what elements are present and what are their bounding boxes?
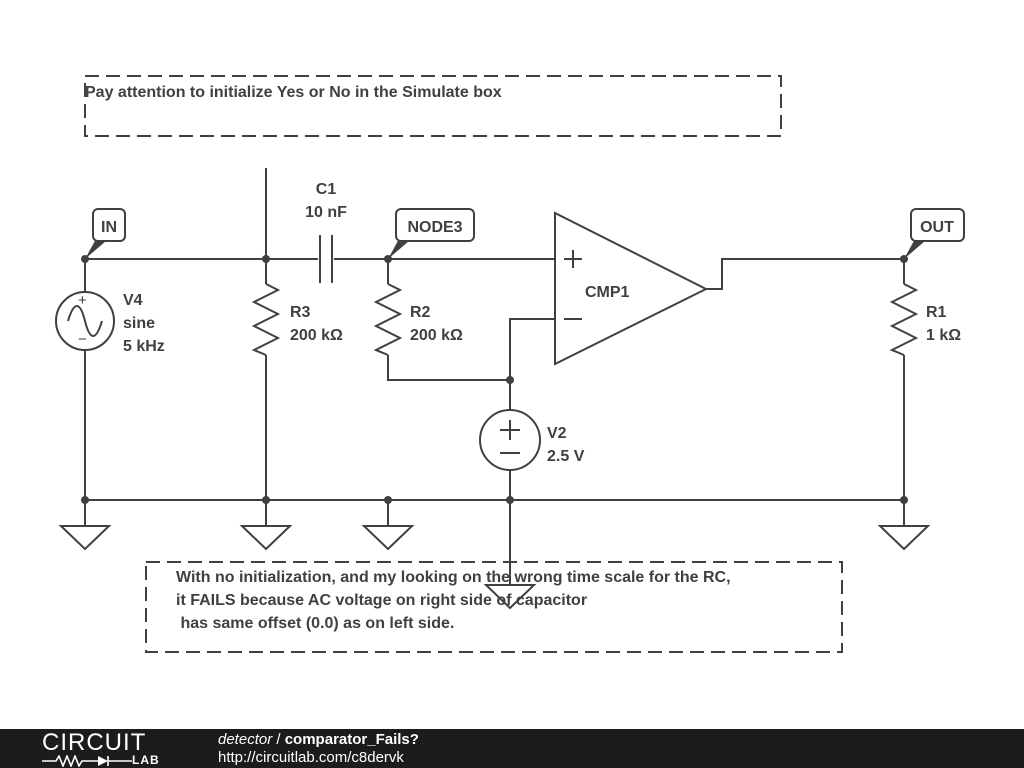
c1-name: C1 (316, 181, 337, 198)
junction-dot (262, 496, 270, 504)
bottom-note-box (145, 561, 843, 653)
r1-value: 1 kΩ (926, 327, 961, 344)
top-note-box (84, 75, 782, 137)
circuit-title: detector / comparator_Fails? (218, 731, 419, 748)
bottom-note-line-1: With no initialization, and my looking o… (176, 569, 731, 586)
junction-dot (81, 496, 89, 504)
net-label-in-text: IN (101, 219, 117, 236)
schematic: Pay attention to initialize Yes or No in… (55, 75, 965, 653)
r1-name: R1 (926, 304, 947, 321)
ground-icon (239, 525, 293, 551)
ground-icon (361, 525, 415, 551)
cmp1-name: CMP1 (585, 284, 630, 301)
r1-resistor[interactable] (889, 283, 919, 356)
bottom-note-line-2: it FAILS because AC voltage on right sid… (176, 592, 587, 609)
output-wire (706, 258, 904, 290)
junction-dot (384, 496, 392, 504)
net-label-out[interactable]: OUT (904, 208, 965, 259)
v2-dc-source[interactable] (479, 409, 541, 471)
junction-dot (262, 255, 270, 263)
junction-dot (900, 496, 908, 504)
c1-value: 10 nF (305, 204, 347, 221)
r3-resistor[interactable] (251, 283, 281, 356)
v2-name: V2 (547, 425, 567, 442)
net-label-node3[interactable]: NODE3 (388, 208, 475, 259)
author-name[interactable]: detector (218, 731, 273, 748)
r2-value: 200 kΩ (410, 327, 463, 344)
footer-bar: CIRCUIT LAB detector / comparator_Fails?… (0, 729, 1024, 768)
logo-resistor-diode-icon (42, 755, 132, 767)
v4-type: sine (123, 315, 155, 332)
junction-dot (506, 376, 514, 384)
v4-name: V4 (123, 292, 143, 309)
v2-value: 2.5 V (547, 448, 585, 465)
ground-icon (483, 584, 537, 610)
net-label-out-text: OUT (920, 219, 954, 236)
junction-dot (506, 496, 514, 504)
top-note-text: Pay attention to initialize Yes or No in… (85, 84, 502, 101)
bottom-note-line-3: has same offset (0.0) as on left side. (176, 615, 454, 632)
v4-plus-icon: + (78, 292, 87, 309)
r3-name: R3 (290, 304, 311, 321)
ground-icon (877, 525, 931, 551)
r3-value: 200 kΩ (290, 327, 343, 344)
logo-circuit-text: CIRCUIT (42, 729, 147, 756)
cmp1-comparator[interactable] (554, 211, 709, 366)
ground-icon (58, 525, 112, 551)
ground-stubs (84, 500, 511, 585)
circuitlab-logo[interactable]: CIRCUIT LAB (40, 731, 180, 767)
c1-capacitor[interactable] (319, 235, 333, 283)
circuit-url[interactable]: http://circuitlab.com/c8dervk (218, 749, 404, 766)
v4-frequency: 5 kHz (123, 338, 165, 355)
title-separator: / (272, 731, 285, 748)
net-label-in[interactable]: IN (85, 208, 126, 259)
v4-minus-icon: − (78, 331, 87, 348)
r2-name: R2 (410, 304, 431, 321)
r2-resistor[interactable] (373, 283, 403, 356)
r2-wire (387, 259, 510, 381)
cmp-minus-wire (509, 318, 555, 380)
net-label-node3-text: NODE3 (407, 219, 462, 236)
v4-sine-source[interactable]: + − (55, 291, 115, 351)
circuit-name[interactable]: comparator_Fails? (284, 731, 419, 748)
logo-lab-text: LAB (132, 753, 160, 767)
